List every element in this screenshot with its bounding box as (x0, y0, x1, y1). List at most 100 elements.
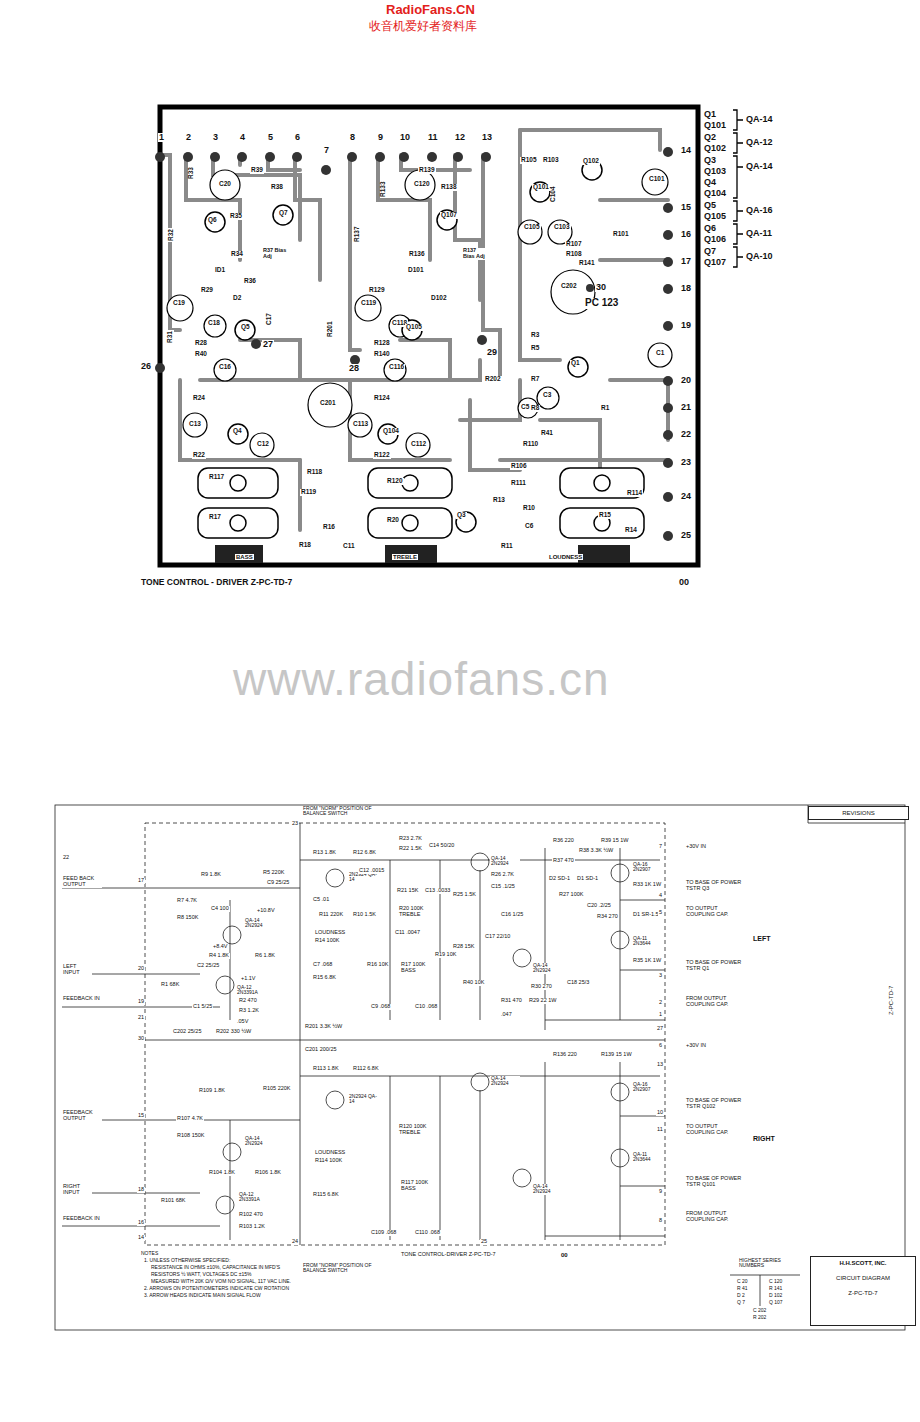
part-label: 00 (678, 578, 690, 587)
part-label: TO BASE OF POWER TSTR Q3 (685, 880, 745, 892)
part-label: LOUDNESS (314, 1150, 346, 1156)
part-label: R28 15K (452, 944, 475, 950)
part-label: R7 4.7K (176, 898, 198, 904)
part-label: C119 (360, 300, 377, 307)
part-label: R122 (373, 452, 391, 459)
part-label: R38 3.3K ½W (578, 848, 614, 854)
part-label: R22 (192, 452, 206, 459)
part-label: 2 (658, 1000, 663, 1006)
watermark: www.radiofans.cn (232, 655, 611, 703)
part-label: R137 (354, 225, 361, 243)
part-label: 29 (486, 348, 498, 357)
part-label: 10 (656, 1110, 664, 1116)
part-label: R119 (300, 489, 317, 496)
part-label: R33 1K 1W (632, 882, 662, 888)
part-label: 8 (349, 133, 356, 142)
part-label: 6 (658, 1043, 663, 1049)
part-label: Q7 (278, 210, 289, 217)
part-label: R29 22 1W (528, 998, 558, 1004)
part-label: Q6 (207, 217, 218, 224)
part-label: R106 1.8K (254, 1170, 282, 1176)
part-label: TO BASE OF POWER TSTR Q101 (685, 1176, 745, 1188)
part-label: C20 (218, 181, 232, 188)
part-label: R103 1.2K (238, 1224, 266, 1230)
part-label: TREBLE (392, 554, 418, 560)
part-label: R31 470 (500, 998, 523, 1004)
title-text: H.H.SCOTT, INC. (811, 1260, 915, 1267)
part-label: C202 25/25 (172, 1029, 202, 1035)
part-label: 1 (658, 1012, 663, 1018)
part-label: Q107 (703, 258, 727, 267)
part-label: C4 100 (210, 906, 230, 912)
part-label: R13 1.8K (312, 850, 337, 856)
part-label: 15 (680, 203, 692, 212)
part-label: R16 (322, 524, 336, 531)
part-label: QA-12 2N3391A (238, 1192, 270, 1203)
part-label: Q105 (405, 324, 423, 331)
part-label: D101 (407, 267, 425, 274)
part-label: C14 50/20 (428, 843, 455, 849)
part-label: C18 25/3 (566, 980, 590, 986)
part-label: R12 6.8K (352, 850, 377, 856)
part-label: Q7 (703, 247, 717, 256)
part-label: BASS (235, 554, 254, 560)
part-label: C201 (319, 400, 337, 407)
part-label: R106 (510, 463, 528, 470)
part-label: 24 (291, 1239, 299, 1245)
part-label: R8 (530, 405, 540, 412)
part-label: R139 15 1W (600, 1052, 633, 1058)
part-label: Q6 (703, 224, 717, 233)
part-label: D2 (232, 295, 242, 302)
part-label: .047 (500, 1012, 513, 1018)
part-label: C101 (648, 176, 666, 183)
part-label: Q104 (703, 189, 727, 198)
part-label: C13 .0033 (424, 888, 451, 894)
part-label: Q102 (582, 158, 600, 165)
part-label: HIGHEST SERIES NUMBERS (738, 1258, 800, 1269)
part-label: 3 (212, 133, 219, 142)
part-label: R35 (229, 213, 243, 220)
part-label: QA-16 2N2907 (632, 1082, 662, 1093)
part-label: FEEDBACK IN (62, 996, 102, 1002)
part-label: C1 5/25 (192, 1004, 213, 1010)
part-label: R22 1.5K (398, 846, 423, 852)
part-label: Q1 (703, 110, 717, 119)
part-label: R137 Bias Adj (462, 248, 488, 260)
part-label: R23 2.7K (398, 836, 423, 842)
part-label: Q102 (703, 144, 727, 153)
part-label: Z-PC-TD-7 (888, 985, 894, 1016)
part-label: 7 (658, 844, 663, 850)
part-label: Q2 (703, 133, 717, 142)
part-label: TONE CONTROL-DRIVER Z-PC-TD-7 (400, 1252, 497, 1258)
part-label: R113 1.8K (312, 1066, 340, 1072)
title-text: CIRCUIT DIAGRAM (811, 1275, 915, 1282)
part-label: MEASURED WITH 20K Ω/V VOM NO SIGNAL, 117… (150, 1279, 292, 1284)
part-label: 12 (454, 133, 466, 142)
part-label: 30 (137, 1036, 145, 1042)
part-label: D 2 (736, 1293, 746, 1298)
part-label: FROM "NORM" POSITION OF BALANCE SWITCH (302, 1263, 384, 1274)
part-label: 10 (399, 133, 411, 142)
part-label: C 20 (736, 1279, 749, 1284)
part-label: Q107 (440, 212, 458, 219)
part-label: 27 (262, 340, 274, 349)
part-label: LEFT INPUT (62, 964, 92, 976)
part-label: QA-14 2N2924 (490, 856, 520, 867)
part-label: R136 (408, 251, 426, 258)
part-label: R114 (626, 490, 643, 497)
part-label: QA-16 (745, 206, 774, 215)
part-label: TONE CONTROL - DRIVER Z-PC-TD-7 (140, 578, 293, 587)
part-label: R15 (598, 512, 612, 519)
part-label: LEFT (752, 935, 772, 942)
part-label: R14 (624, 527, 638, 534)
legend-brackets (733, 110, 743, 267)
part-label: C17 22/10 (484, 934, 511, 940)
part-label: 25 (680, 531, 692, 540)
part-label: C105 (523, 224, 541, 231)
part-label: R 41 (736, 1286, 749, 1291)
part-label: FEEDBACK IN (62, 1216, 102, 1222)
part-label: R120 (386, 478, 404, 485)
part-label: R120 100K TREBLE (398, 1124, 428, 1136)
part-label: R10 1.5K (352, 912, 377, 918)
part-label: C2 25/25 (196, 963, 220, 969)
